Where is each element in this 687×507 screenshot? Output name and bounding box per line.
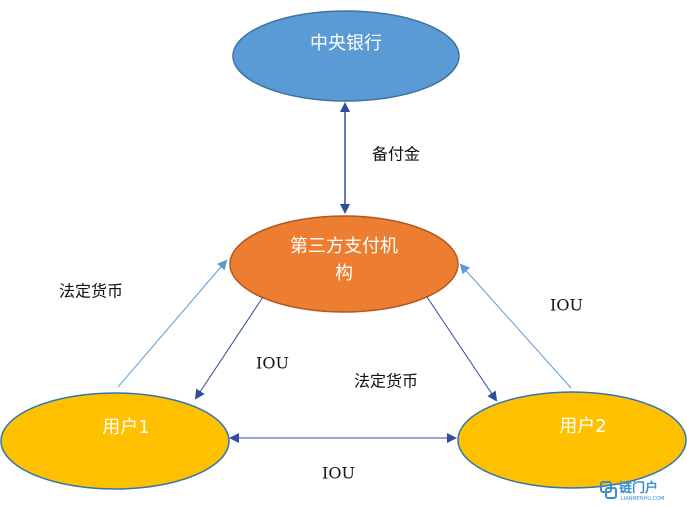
- user1-label: 用户1: [102, 417, 149, 438]
- user2-to-third-party-label: IOU: [550, 296, 583, 315]
- third-party-to-user1-arrow: [194, 296, 264, 400]
- user2-to-third-party-arrow: [459, 263, 572, 389]
- watermark-chain-icon: [600, 481, 617, 499]
- user1-user2-label: IOU: [322, 464, 355, 483]
- user2-label: 用户2: [559, 416, 606, 437]
- watermark-logo: 链门户 LIANMENHU.COM: [600, 480, 664, 502]
- third-party-to-user2-label: 法定货币: [354, 372, 418, 391]
- user1-node: [0, 392, 230, 490]
- central-bank-node: [232, 10, 460, 102]
- third-party-label-line1: 第三方支付机: [290, 236, 398, 257]
- user1-to-third-party-arrow: [117, 259, 228, 388]
- watermark-sub-text: LIANMENHU.COM: [621, 496, 664, 502]
- watermark-logo-text: 链门户: [618, 480, 658, 496]
- user2-node: [457, 391, 687, 489]
- third-party-to-user1-label: IOU: [256, 354, 289, 373]
- third-party-to-user2-arrow: [426, 296, 498, 402]
- third-party-payment-node: [229, 215, 459, 313]
- central-bank-label: 中央银行: [310, 33, 382, 54]
- user1-to-third-party-label: 法定货币: [59, 282, 123, 301]
- third-party-label-line2: 构: [335, 263, 353, 284]
- reserve-label: 备付金: [372, 145, 420, 164]
